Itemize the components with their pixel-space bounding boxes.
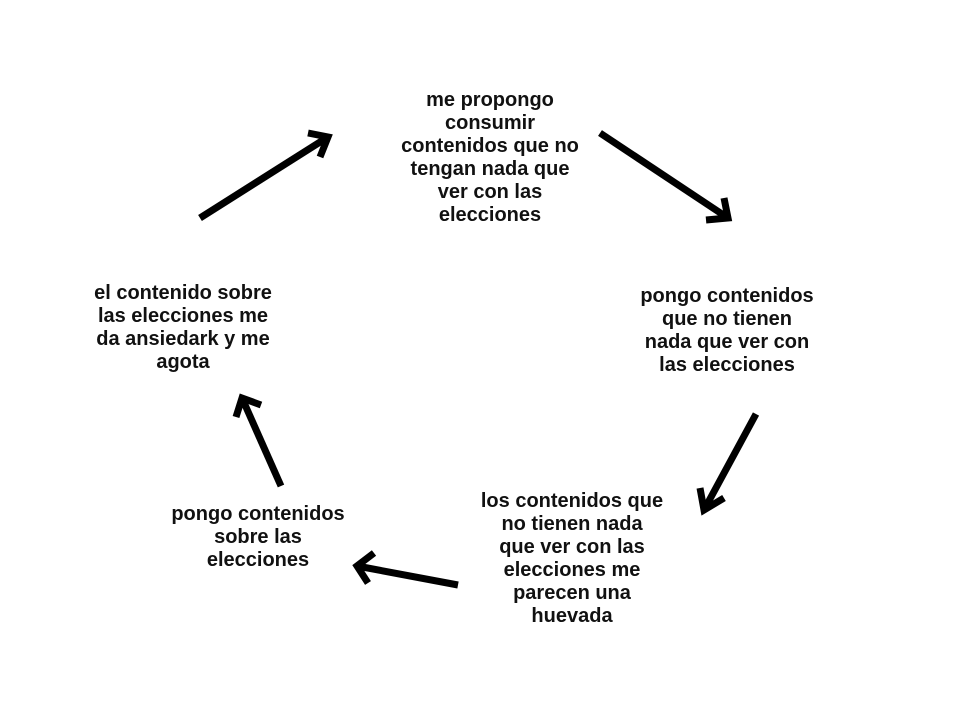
node-bottom-left: pongo contenidos sobre las elecciones: [171, 503, 344, 572]
node-text-line: elecciones: [206, 549, 310, 571]
node-text-line: sobre las: [214, 526, 302, 548]
arrow-bottom-left-to-left: [232, 393, 285, 488]
node-right: pongo contenidos que no tienen nada que …: [640, 285, 813, 377]
node-text-line: contenidos que no: [401, 135, 579, 157]
node-text-line: no tienen nada: [501, 513, 643, 535]
node-text-line: los contenidos que: [480, 490, 664, 512]
node-text-line: pongo contenidos: [171, 503, 345, 525]
node-text-line: pongo contenidos: [640, 285, 814, 307]
arrow-top-to-right: [598, 130, 733, 224]
node-text-line: agota: [156, 351, 210, 373]
node-text-line: elecciones: [438, 204, 542, 226]
node-text-line: me propongo: [426, 89, 554, 111]
node-left: el contenido sobre las elecciones me da …: [94, 282, 272, 374]
node-text-line: tengan nada que: [410, 158, 570, 180]
node-text-line: da ansiedark y me: [96, 328, 270, 350]
node-text-line: el contenido sobre: [94, 282, 272, 304]
node-text-line: parecen una: [513, 582, 631, 604]
node-text-line: consumir: [444, 112, 536, 134]
node-text-line: huevada: [531, 605, 613, 627]
node-text-line: las elecciones: [659, 354, 795, 376]
node-text-line: las elecciones me: [97, 305, 269, 327]
node-text-line: que ver con las: [499, 536, 645, 558]
node-text-line: ver con las: [437, 181, 543, 203]
arrow-bottom-right-to-bottom-left: [352, 550, 459, 589]
node-top: me propongo consumir contenidos que no t…: [401, 89, 579, 227]
node-text-line: elecciones me: [503, 559, 641, 581]
node-text-line: que no tienen: [662, 308, 792, 330]
node-bottom-right: los contenidos que no tienen nada que ve…: [481, 490, 663, 628]
node-text-line: nada que ver con: [644, 331, 810, 353]
arrow-left-to-top: [198, 129, 333, 221]
arrow-right-to-bottom-right: [696, 412, 760, 516]
